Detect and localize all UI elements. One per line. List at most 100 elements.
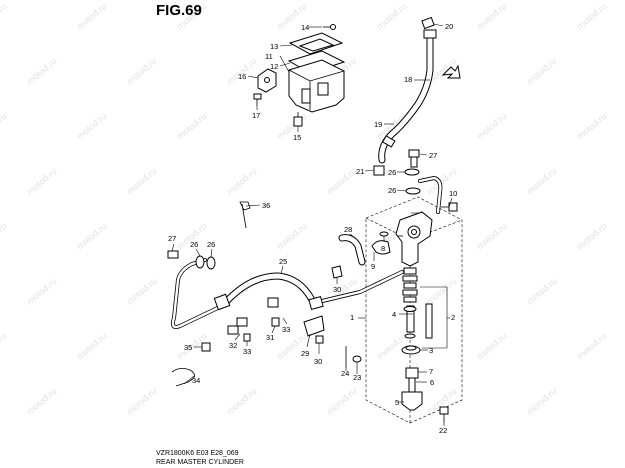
cylinder-body bbox=[395, 211, 433, 267]
upper-pipe-fill bbox=[418, 176, 442, 214]
callout-12: 12 bbox=[270, 62, 278, 71]
watermark-text: motod.ru bbox=[525, 166, 559, 196]
piston-seal bbox=[403, 306, 417, 312]
caption-model-code: VZR1800K6 E03 E28_069 bbox=[156, 450, 239, 457]
hose-union-nut bbox=[373, 165, 385, 176]
watermark-text: motod.ru bbox=[475, 221, 509, 251]
watermark-text: motod.ru bbox=[475, 1, 509, 31]
caliper-pipe-fill bbox=[171, 258, 228, 329]
callout-23: 23 bbox=[353, 373, 361, 382]
reservoir-cap-recess bbox=[298, 38, 335, 52]
watermark-text: motod.ru bbox=[275, 111, 309, 141]
callout-26-c: 26 bbox=[190, 240, 198, 249]
bracket-bolt-head bbox=[253, 93, 262, 100]
banjo-washer-lower bbox=[405, 187, 421, 195]
push-rod-clevis bbox=[401, 391, 423, 411]
brake-hose-fill bbox=[223, 273, 321, 307]
reservoir-window bbox=[301, 88, 311, 104]
callout-30-b: 30 bbox=[314, 357, 322, 366]
watermark-text: motod.ru bbox=[575, 331, 609, 361]
hose-clip-upper bbox=[331, 265, 343, 279]
callout-17: 17 bbox=[252, 111, 260, 120]
cap-screw-head bbox=[330, 24, 336, 30]
watermark-text: motod.ru bbox=[375, 1, 409, 31]
watermark-text: motod.ru bbox=[0, 111, 9, 141]
callout-13: 13 bbox=[270, 42, 278, 51]
callout-16: 16 bbox=[238, 72, 246, 81]
hose-clamp bbox=[421, 16, 435, 30]
cylinder-pipe-outline bbox=[316, 270, 404, 304]
callout-11: 11 bbox=[265, 52, 273, 61]
watermark-text: motod.ru bbox=[175, 111, 209, 141]
watermark-text: motod.ru bbox=[325, 386, 359, 416]
callout-21: 21 bbox=[356, 167, 364, 176]
watermark-text: motod.ru bbox=[325, 276, 359, 306]
callout-32: 32 bbox=[229, 341, 237, 350]
pipe-clamp-b bbox=[267, 297, 279, 308]
bracket-hole bbox=[264, 77, 270, 83]
push-rod-retainer-inner bbox=[405, 345, 417, 351]
callout-4: 4 bbox=[392, 310, 396, 319]
watermark-text: motod.ru bbox=[0, 331, 9, 361]
pipe-clamp-d-screw bbox=[243, 333, 251, 342]
upper-banjo-area bbox=[373, 149, 458, 214]
banjo-washer-upper bbox=[404, 168, 420, 176]
callout-34: 34 bbox=[192, 376, 200, 385]
pipe-clamp-d bbox=[227, 325, 239, 335]
watermark-text: motod.ru bbox=[125, 56, 159, 86]
pipe-clamp-screw bbox=[271, 317, 280, 327]
watermark-text: motod.ru bbox=[125, 276, 159, 306]
pipe-clamp-c bbox=[303, 315, 325, 337]
hose-guide-clip bbox=[171, 368, 195, 387]
callout-26-d: 26 bbox=[207, 240, 215, 249]
watermark-text: motod.ru bbox=[25, 276, 59, 306]
cylinder-pipe-fill bbox=[316, 270, 404, 304]
inlet-joint bbox=[371, 240, 391, 255]
pipe-clamp-a bbox=[236, 317, 248, 327]
push-rod-boot bbox=[402, 267, 418, 303]
callout-33-a: 33 bbox=[282, 325, 290, 334]
callout-33-b: 33 bbox=[243, 347, 251, 356]
callout-29: 29 bbox=[301, 349, 309, 358]
banjo-bolt-shank bbox=[410, 156, 418, 168]
watermark-text: motod.ru bbox=[575, 221, 609, 251]
callout-20: 20 bbox=[445, 22, 453, 31]
master-cylinder bbox=[338, 196, 463, 424]
watermark-text: motod.ru bbox=[25, 166, 59, 196]
lower-banjo-bolt bbox=[167, 250, 179, 259]
callout-7: 7 bbox=[429, 367, 433, 376]
lower-bolt-head bbox=[439, 406, 449, 415]
watermark-text: motod.ru bbox=[275, 221, 309, 251]
callout-26-a: 26 bbox=[388, 168, 396, 177]
reservoir-body bbox=[288, 59, 345, 113]
piston-clip bbox=[404, 333, 416, 339]
callout-25: 25 bbox=[279, 257, 287, 266]
cable-tie bbox=[239, 201, 251, 229]
clevis-washer bbox=[352, 355, 362, 363]
reservoir-hose bbox=[378, 16, 461, 164]
push-rod-nut bbox=[405, 367, 419, 379]
watermark-text: motod.ru bbox=[125, 386, 159, 416]
callout-3: 3 bbox=[429, 346, 433, 355]
callout-2: 2 bbox=[451, 313, 455, 322]
watermark-text: motod.ru bbox=[0, 221, 9, 251]
figure-title: FIG.69 bbox=[156, 2, 202, 19]
callout-14: 14 bbox=[301, 23, 309, 32]
watermark-text: motod.ru bbox=[475, 331, 509, 361]
watermark-text: motod.ru bbox=[75, 221, 109, 251]
lower-banjo-washer-a bbox=[195, 255, 205, 269]
watermark-text: motod.ru bbox=[575, 1, 609, 31]
callout-24: 24 bbox=[341, 369, 349, 378]
watermark-text: motod.ru bbox=[25, 56, 59, 86]
guide-clip-screw bbox=[201, 342, 211, 352]
callout-9: 9 bbox=[371, 262, 375, 271]
watermark-text: motod.ru bbox=[75, 111, 109, 141]
piston-set-rod bbox=[425, 303, 433, 339]
reservoir-assembly bbox=[253, 24, 346, 127]
callout-36: 36 bbox=[262, 201, 270, 210]
callout-18: 18 bbox=[404, 75, 412, 84]
caption-title: REAR MASTER CYLINDER bbox=[156, 459, 244, 466]
callout-1: 1 bbox=[350, 313, 354, 322]
watermark-text: motod.ru bbox=[325, 166, 359, 196]
